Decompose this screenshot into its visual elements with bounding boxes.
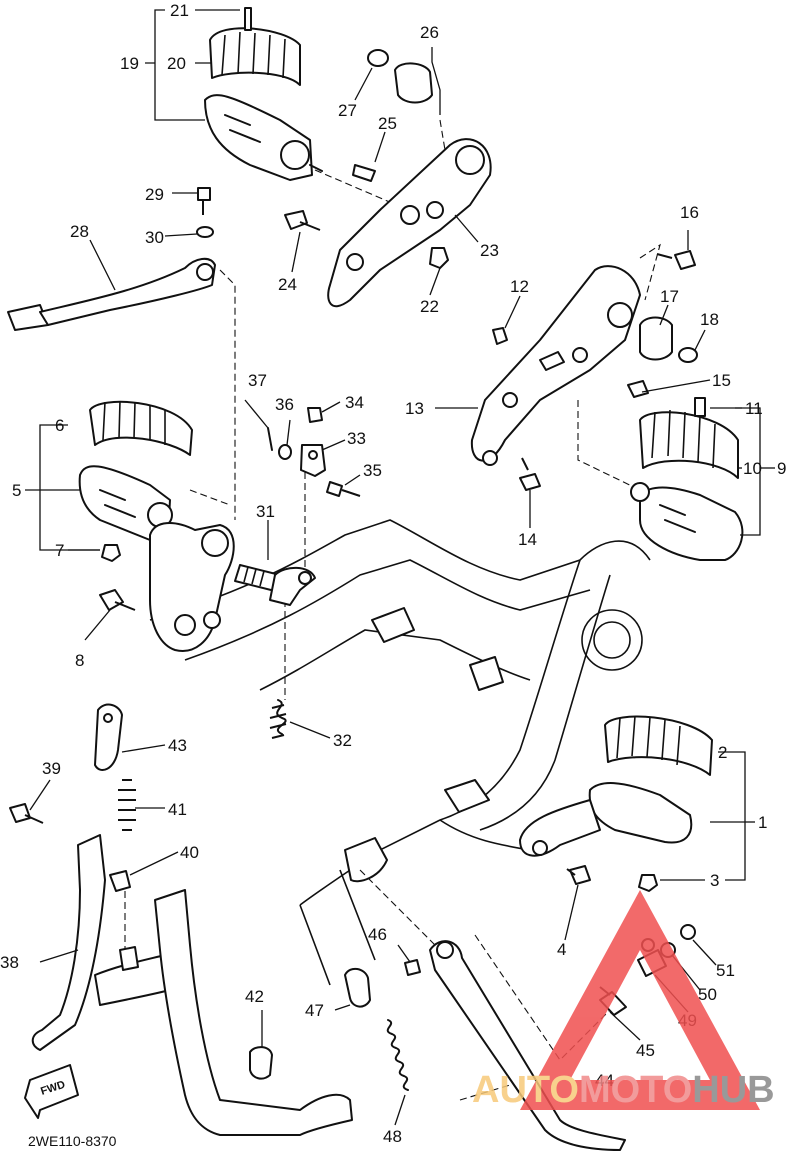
fwd-arrow: FWD [24,1064,79,1119]
watermark-logo: AUTOMOTOHUB [472,890,775,1111]
callout-27: 27 [338,101,357,120]
callout-23: 23 [480,241,499,260]
callout-24: 24 [278,275,297,294]
callout-40: 40 [180,843,199,862]
callout-21: 21 [170,1,189,20]
callout-32: 32 [333,731,352,750]
callout-26: 26 [420,23,439,42]
footrest-rear-left [204,7,323,181]
bracket-rear-left [284,49,492,308]
svg-text:AUTOMOTOHUB: AUTOMOTOHUB [472,1069,775,1111]
shift-arm-assembly [234,407,361,739]
callout-10: 10 [743,459,762,478]
callout-48: 48 [383,1127,402,1146]
frame-outline [149,519,651,986]
watermark-word-auto: AUTO [472,1069,579,1111]
callout-51: 51 [716,961,735,980]
callout-39: 39 [42,759,61,778]
watermark-triangle [520,890,760,1110]
bracket-front-left [149,522,235,652]
footrest-front-left [78,400,193,611]
footrest-rear-right [630,397,744,561]
callout-3: 3 [710,871,719,890]
footrest-front-right [519,715,713,892]
callout-47: 47 [305,1001,324,1020]
callout-33: 33 [347,429,366,448]
callout-19: 19 [120,54,139,73]
callout-11: 11 [745,399,763,418]
callout-22: 22 [420,297,439,316]
callout-38: 38 [0,953,19,972]
callout-6: 6 [55,416,64,435]
bracket-front-right [470,250,698,491]
callout-13: 13 [405,399,424,418]
diagram-code: 2WE110-8370 [28,1133,117,1149]
brake-pedal [7,187,216,331]
callout-5: 5 [12,481,21,500]
callout-34: 34 [345,393,364,412]
callout-16: 16 [680,203,699,222]
callout-43: 43 [168,736,187,755]
callout-42: 42 [245,987,264,1006]
callout-14: 14 [518,530,537,549]
watermark-word-moto: MOTO [579,1069,692,1111]
callout-18: 18 [700,310,719,329]
callout-37: 37 [248,371,267,390]
callout-1: 1 [758,813,767,832]
callout-45: 45 [636,1041,655,1060]
callout-25: 25 [378,114,397,133]
callout-17: 17 [660,287,679,306]
watermark-word-hub: HUB [692,1069,774,1111]
callout-8: 8 [75,651,84,670]
callout-28: 28 [70,222,89,241]
callout-50: 50 [698,985,717,1004]
callout-2: 2 [718,743,727,762]
callout-12: 12 [510,277,529,296]
callout-30: 30 [145,228,164,247]
callout-labels: 21 19 20 26 27 25 23 24 22 29 30 28 16 1… [0,1,786,1146]
assembly-lines [124,119,661,1101]
center-stand [9,703,353,1136]
leader-lines [25,9,775,1126]
callout-20: 20 [167,54,186,73]
callout-4: 4 [557,940,566,959]
callout-41: 41 [168,800,187,819]
callout-35: 35 [363,461,382,480]
callout-7: 7 [55,541,64,560]
callout-15: 15 [712,371,731,390]
callout-29: 29 [145,185,164,204]
callout-46: 46 [368,925,387,944]
callout-36: 36 [275,395,294,414]
callout-9: 9 [777,459,786,478]
callout-31: 31 [256,502,275,521]
